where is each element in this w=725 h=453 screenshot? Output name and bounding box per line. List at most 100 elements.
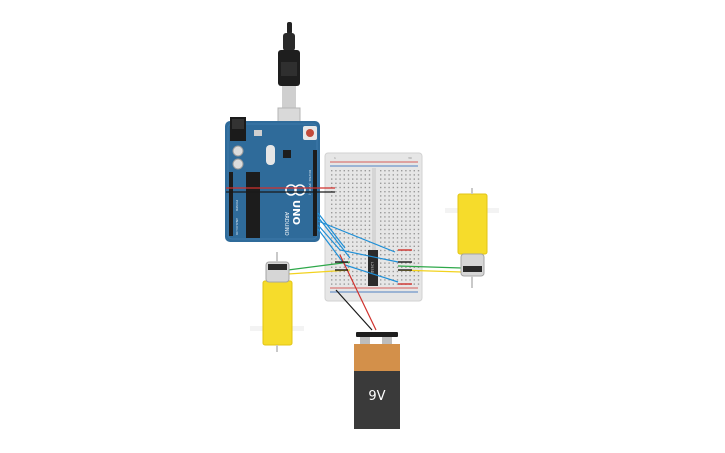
breadboard-hole [413, 241, 415, 243]
breadboard-hole [368, 233, 371, 235]
breadboard-hole [401, 182, 403, 184]
breadboard-hole [396, 170, 399, 172]
breadboard-hole [417, 228, 420, 231]
breadboard-hole [364, 195, 366, 197]
breadboard-hole [388, 199, 390, 201]
breadboard-hole [364, 170, 366, 172]
breadboard-hole [413, 258, 415, 260]
breadboard-hole [364, 182, 366, 184]
breadboard-hole [417, 174, 420, 176]
breadboard-hole [343, 207, 345, 210]
breadboard-hole [352, 283, 354, 285]
breadboard-hole [335, 258, 337, 260]
breadboard-hole [417, 212, 420, 214]
breadboard-hole [331, 216, 333, 218]
breadboard-hole [405, 195, 407, 197]
breadboard-hole [356, 241, 358, 243]
breadboard-hole [388, 216, 390, 218]
breadboard-hole [356, 249, 358, 252]
breadboard-hole [405, 220, 407, 222]
breadboard-hole [384, 170, 386, 172]
breadboard-hole [380, 191, 382, 193]
breadboard-hole [380, 270, 382, 273]
breadboard-hole [368, 228, 371, 231]
breadboard-hole [401, 199, 403, 201]
breadboard-hole [335, 186, 337, 189]
breadboard-hole [417, 216, 420, 218]
breadboard-hole [384, 178, 386, 180]
breadboard-hole [356, 212, 358, 214]
breadboard-hole [352, 270, 354, 273]
breadboard-hole [360, 170, 362, 172]
breadboard-hole [364, 233, 366, 235]
breadboard-hole [360, 207, 362, 210]
breadboard-hole [339, 283, 341, 285]
breadboard-hole [417, 266, 420, 268]
breadboard-hole [405, 170, 407, 172]
breadboard-hole [380, 241, 382, 243]
breadboard-hole [384, 254, 386, 256]
dc-motor-right [445, 188, 499, 288]
breadboard-hole [413, 254, 415, 256]
breadboard-hole [417, 275, 420, 277]
breadboard-hole [360, 191, 362, 193]
breadboard-hole [352, 262, 354, 264]
breadboard-hole [352, 249, 354, 252]
breadboard-hole [417, 224, 420, 226]
breadboard-hole [409, 207, 411, 210]
breadboard-hole [409, 216, 411, 218]
breadboard-hole [331, 262, 333, 264]
breadboard-hole [347, 241, 350, 243]
breadboard-hole [352, 224, 354, 226]
breadboard-hole [388, 228, 390, 231]
breadboard-hole [335, 178, 337, 180]
breadboard-hole [368, 174, 371, 176]
breadboard-hole [401, 237, 403, 239]
breadboard-hole [380, 220, 382, 222]
breadboard-hole [356, 178, 358, 180]
breadboard-hole [339, 182, 341, 184]
breadboard-hole [335, 237, 337, 239]
breadboard-hole [413, 203, 415, 205]
breadboard-hole [384, 237, 386, 239]
breadboard-hole [356, 245, 358, 247]
breadboard-hole [384, 224, 386, 226]
breadboard-hole [335, 228, 337, 231]
breadboard-hole [396, 220, 399, 222]
breadboard-hole [401, 262, 403, 264]
breadboard-hole [409, 212, 411, 214]
breadboard-hole [392, 262, 394, 264]
breadboard-hole [335, 182, 337, 184]
wire-red-battery [339, 254, 377, 331]
breadboard-hole [356, 191, 358, 193]
breadboard-hole [388, 170, 390, 172]
breadboard-hole [405, 279, 407, 281]
breadboard-hole [405, 207, 407, 210]
breadboard-hole [405, 186, 407, 189]
breadboard-hole [347, 182, 350, 184]
breadboard-hole [347, 254, 350, 256]
breadboard-hole [331, 249, 333, 252]
brand-label: ARDUINO [283, 212, 289, 236]
breadboard-hole [347, 170, 350, 172]
breadboard-hole [417, 249, 420, 252]
breadboard-hole [364, 174, 366, 176]
breadboard-hole [388, 203, 390, 205]
breadboard-hole [364, 237, 366, 239]
breadboard-hole [380, 262, 382, 264]
breadboard-hole [364, 245, 366, 247]
breadboard-hole [396, 195, 399, 197]
breadboard-hole [401, 258, 403, 260]
power-label: POWER [235, 200, 239, 211]
breadboard-hole [352, 186, 354, 189]
breadboard-hole [335, 249, 337, 252]
breadboard-hole [417, 233, 420, 235]
breadboard-hole [401, 191, 403, 193]
breadboard-hole [405, 224, 407, 226]
breadboard-hole [331, 241, 333, 243]
breadboard-hole [352, 220, 354, 222]
breadboard-hole [352, 241, 354, 243]
breadboard-hole [384, 191, 386, 193]
breadboard-hole [401, 275, 403, 277]
breadboard-hole [347, 249, 350, 252]
